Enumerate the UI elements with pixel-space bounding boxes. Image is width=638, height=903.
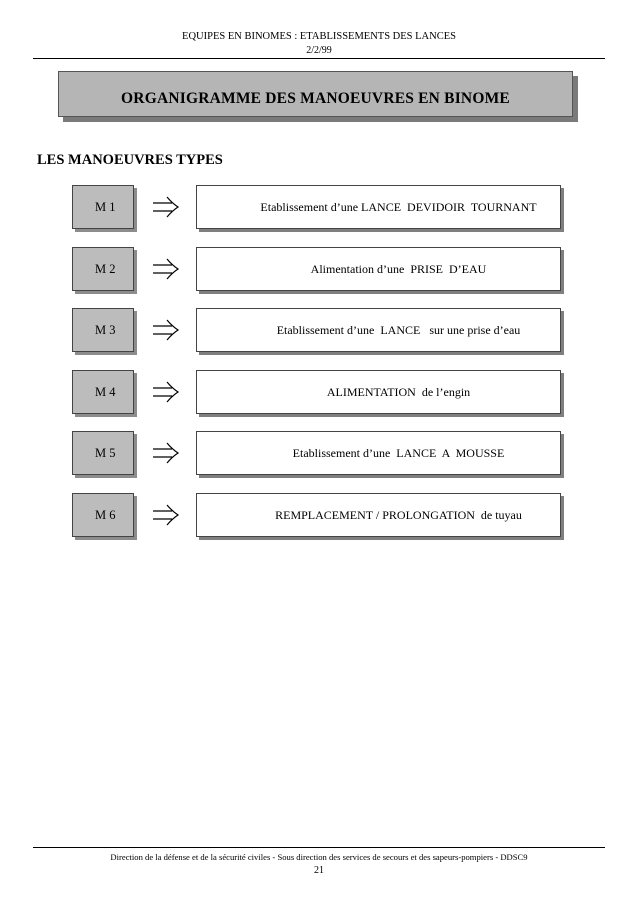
page-number: 21 xyxy=(314,865,324,876)
section-title: LES MANOEUVRES TYPES xyxy=(37,152,223,168)
maneuver-row-4: M 4 ALIMENTATION de l’engin xyxy=(0,370,638,417)
implies-arrow-icon xyxy=(153,319,180,341)
maneuver-row-3: M 3 Etablissement d’une LANCE sur une pr… xyxy=(0,308,638,355)
implies-arrow-icon xyxy=(153,504,180,526)
implies-arrow-icon xyxy=(153,258,180,280)
maneuver-row-2: M 2 Alimentation d’une PRISE D’EAU xyxy=(0,247,638,294)
maneuver-description: Alimentation d’une PRISE D’EAU xyxy=(196,247,561,291)
maneuver-row-1: M 1 Etablissement d’une LANCE DEVIDOIR T… xyxy=(0,185,638,232)
maneuver-code: M 4 xyxy=(72,370,134,414)
maneuver-description: Etablissement d’une LANCE A MOUSSE xyxy=(196,431,561,475)
maneuver-row-6: M 6 REMPLACEMENT / PROLONGATION de tuyau xyxy=(0,493,638,540)
maneuver-code: M 6 xyxy=(72,493,134,537)
maneuver-description: Etablissement d’une LANCE DEVIDOIR TOURN… xyxy=(196,185,561,229)
implies-arrow-icon xyxy=(153,442,180,464)
banner-title: ORGANIGRAMME DES MANOEUVRES EN BINOME xyxy=(121,89,510,107)
implies-arrow-icon xyxy=(153,196,180,218)
implies-arrow-icon xyxy=(153,381,180,403)
maneuver-code: M 1 xyxy=(72,185,134,229)
header-date: 2/2/99 xyxy=(306,45,332,56)
maneuver-code: M 2 xyxy=(72,247,134,291)
maneuver-code: M 3 xyxy=(72,308,134,352)
footer-rule xyxy=(33,847,605,848)
maneuver-description: REMPLACEMENT / PROLONGATION de tuyau xyxy=(196,493,561,537)
header-rule xyxy=(33,58,605,59)
maneuver-code: M 5 xyxy=(72,431,134,475)
maneuver-description: ALIMENTATION de l’engin xyxy=(196,370,561,414)
footer-text: Direction de la défense et de la sécurit… xyxy=(110,852,528,862)
maneuver-row-5: M 5 Etablissement d’une LANCE A MOUSSE xyxy=(0,431,638,478)
title-banner: ORGANIGRAMME DES MANOEUVRES EN BINOME xyxy=(58,71,573,117)
header-title: EQUIPES EN BINOMES : ETABLISSEMENTS DES … xyxy=(182,31,456,42)
maneuver-description: Etablissement d’une LANCE sur une prise … xyxy=(196,308,561,352)
